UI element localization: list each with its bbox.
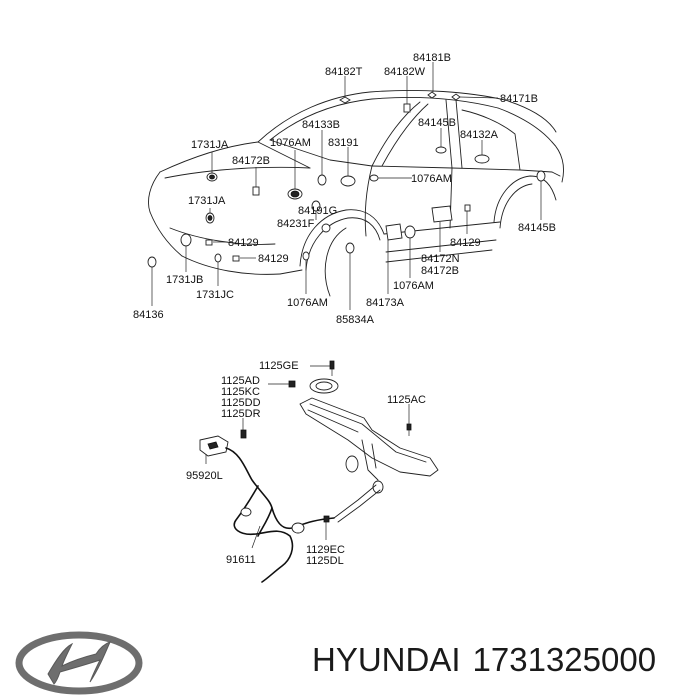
plug-85834a: [345, 242, 355, 254]
label-85834a: 85834A: [336, 314, 375, 326]
plug-84132a: [474, 154, 490, 164]
label-1125dl: 1125DL: [306, 555, 344, 567]
harness-labels: 1125GE 1125AD 1125KC 1125DD 1125DR 1125A…: [186, 360, 426, 567]
plate-84173a: [385, 223, 403, 241]
label-84181b: 84181B: [413, 52, 451, 64]
label-1076am-rocker: 1076AM: [393, 280, 434, 292]
plug-1731jc: [214, 253, 222, 263]
label-1731jc: 1731JC: [196, 289, 234, 301]
label-84191g: 84191G: [298, 205, 337, 217]
label-84182w: 84182W: [384, 66, 426, 78]
car-body-outline: [148, 89, 564, 297]
part-number: 1731325000: [472, 641, 657, 678]
label-84182t: 84182T: [325, 66, 363, 78]
grommet-1076am-inner: [290, 190, 300, 198]
part-caption: HYUNDAI 1731325000: [312, 632, 692, 688]
label-84133b: 84133B: [302, 119, 340, 131]
plug-83191: [340, 175, 356, 187]
label-91611: 91611: [226, 554, 256, 566]
label-84129-b: 84129: [258, 253, 289, 265]
plug-84181b: [427, 91, 437, 99]
bolt-1129ec: [323, 515, 330, 523]
plug-84231f: [321, 223, 331, 233]
label-95920l: 95920L: [186, 470, 223, 482]
label-1125ad: 1125AD: [221, 375, 260, 387]
label-84171b: 84171B: [500, 93, 538, 105]
label-84173a: 84173A: [366, 297, 405, 309]
label-1125dr: 1125DR: [221, 408, 261, 420]
label-1125kc: 1125KC: [221, 386, 260, 398]
plug-84129-c: [464, 204, 471, 212]
label-1731ja-top: 1731JA: [191, 139, 229, 151]
label-1076am-top: 1076AM: [270, 137, 311, 149]
harness-91611: [225, 447, 335, 530]
label-1731jb: 1731JB: [166, 274, 203, 286]
label-84129-a: 84129: [228, 237, 259, 249]
plug-1076am-rocker: [404, 225, 416, 239]
label-1076am-front: 1076AM: [287, 297, 328, 309]
grommet-1076am-right: [369, 174, 379, 182]
plug-84171b: [451, 93, 461, 101]
bolt-1125ad: [288, 380, 296, 388]
label-84172n: 84172N: [421, 253, 460, 265]
label-84132a: 84132A: [460, 129, 499, 141]
label-1125dd: 1125DD: [221, 397, 261, 409]
hyundai-logo: [15, 631, 143, 695]
label-1125ac: 1125AC: [387, 394, 426, 406]
label-84172b: 84172B: [421, 265, 459, 277]
label-84145b-rear: 84145B: [518, 222, 556, 234]
label-1129ec: 1129EC: [306, 544, 345, 556]
crossmember: [299, 397, 439, 477]
label-83191: 83191: [328, 137, 359, 149]
plug-84172b: [252, 186, 260, 196]
plug-84145b: [435, 146, 447, 154]
plug-84136: [147, 256, 157, 268]
label-1125ge: 1125GE: [259, 360, 299, 372]
plug-1731jb: [180, 233, 192, 247]
label-84129-c: 84129: [450, 237, 481, 249]
bolt-1125dr: [240, 429, 247, 439]
bolt-1125ac: [406, 423, 412, 431]
brand-name: HYUNDAI: [312, 641, 461, 678]
plug-84133b: [317, 174, 327, 186]
label-84231f: 84231F: [277, 218, 315, 230]
car-labels: 84181B 84182T 84182W 84171B 84133B 84145…: [133, 52, 556, 326]
car-leader-lines: [151, 62, 542, 310]
grommet-1731ja-top-inner: [209, 174, 215, 180]
plug-84182w: [403, 103, 411, 113]
plug-1076am-front: [302, 251, 310, 261]
bolt-1125ge: [329, 360, 335, 370]
plate-84172n: [431, 205, 453, 223]
plug-84182t: [339, 96, 351, 104]
plug-84129-a: [205, 239, 213, 246]
plug-84145b-rear: [536, 170, 546, 182]
label-1731ja: 1731JA: [188, 195, 226, 207]
harness-assembly: [199, 360, 439, 583]
label-84172b-left: 84172B: [232, 155, 270, 167]
label-84145b-top: 84145B: [418, 117, 456, 129]
grommet-1731ja-inner: [207, 215, 213, 221]
label-84136: 84136: [133, 309, 164, 321]
plug-84129-b: [232, 255, 240, 262]
label-1076am-right: 1076AM: [411, 173, 452, 185]
